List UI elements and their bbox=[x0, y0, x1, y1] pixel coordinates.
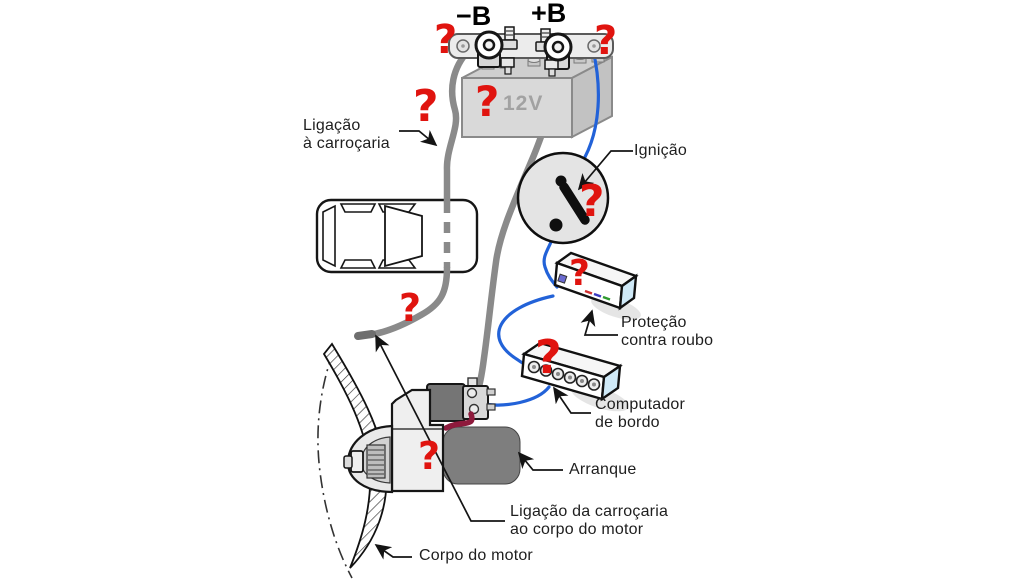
question-mark: ? bbox=[399, 286, 422, 330]
arrow-theft-protection bbox=[580, 309, 618, 336]
arrow-engine-body bbox=[374, 544, 412, 560]
question-mark: ? bbox=[594, 18, 618, 64]
arrow-ignition bbox=[577, 150, 633, 191]
question-mark: ? bbox=[434, 17, 458, 63]
callout-arrows bbox=[374, 129, 633, 560]
question-mark: ? bbox=[579, 176, 605, 227]
ignition-label: Ignição bbox=[634, 142, 687, 159]
battery-positive-label: +B bbox=[531, 0, 567, 28]
question-mark: ? bbox=[418, 434, 441, 478]
battery-voltage-label: 12V bbox=[503, 92, 544, 115]
question-mark: ? bbox=[569, 253, 590, 294]
theft-protection-box bbox=[553, 251, 639, 311]
ground-wire bbox=[354, 46, 473, 340]
computer-connectors bbox=[527, 360, 601, 391]
arrow-onboard-computer bbox=[553, 386, 591, 414]
question-mark: ? bbox=[413, 81, 439, 132]
starter-motor bbox=[343, 377, 521, 494]
starter-label: Arranque bbox=[569, 461, 637, 478]
negative-terminal-clamp bbox=[474, 26, 518, 75]
arrow-starter bbox=[517, 451, 563, 471]
engine-body-label: Corpo do motor bbox=[419, 547, 533, 564]
question-mark: ? bbox=[475, 77, 500, 126]
onboard-computer-label: Computador de bordo bbox=[595, 396, 686, 431]
theft-protection-label: Proteção contra roubo bbox=[621, 314, 714, 349]
battery-terminal-bracket bbox=[448, 33, 614, 59]
body-to-engine-label: Ligação da carroçaria ao corpo do motor bbox=[510, 503, 669, 538]
car-top-view-icon bbox=[315, 198, 479, 274]
question-mark: ? bbox=[535, 330, 562, 384]
motor-jumper-wire bbox=[443, 411, 475, 431]
battery-negative-label: −B bbox=[456, 1, 492, 31]
positive-terminal-clamp bbox=[535, 28, 573, 77]
body-connection-label: Ligação à carroçaria bbox=[303, 117, 390, 152]
arrow-body-to-engine bbox=[375, 334, 505, 522]
arrow-body-connection bbox=[399, 129, 438, 147]
